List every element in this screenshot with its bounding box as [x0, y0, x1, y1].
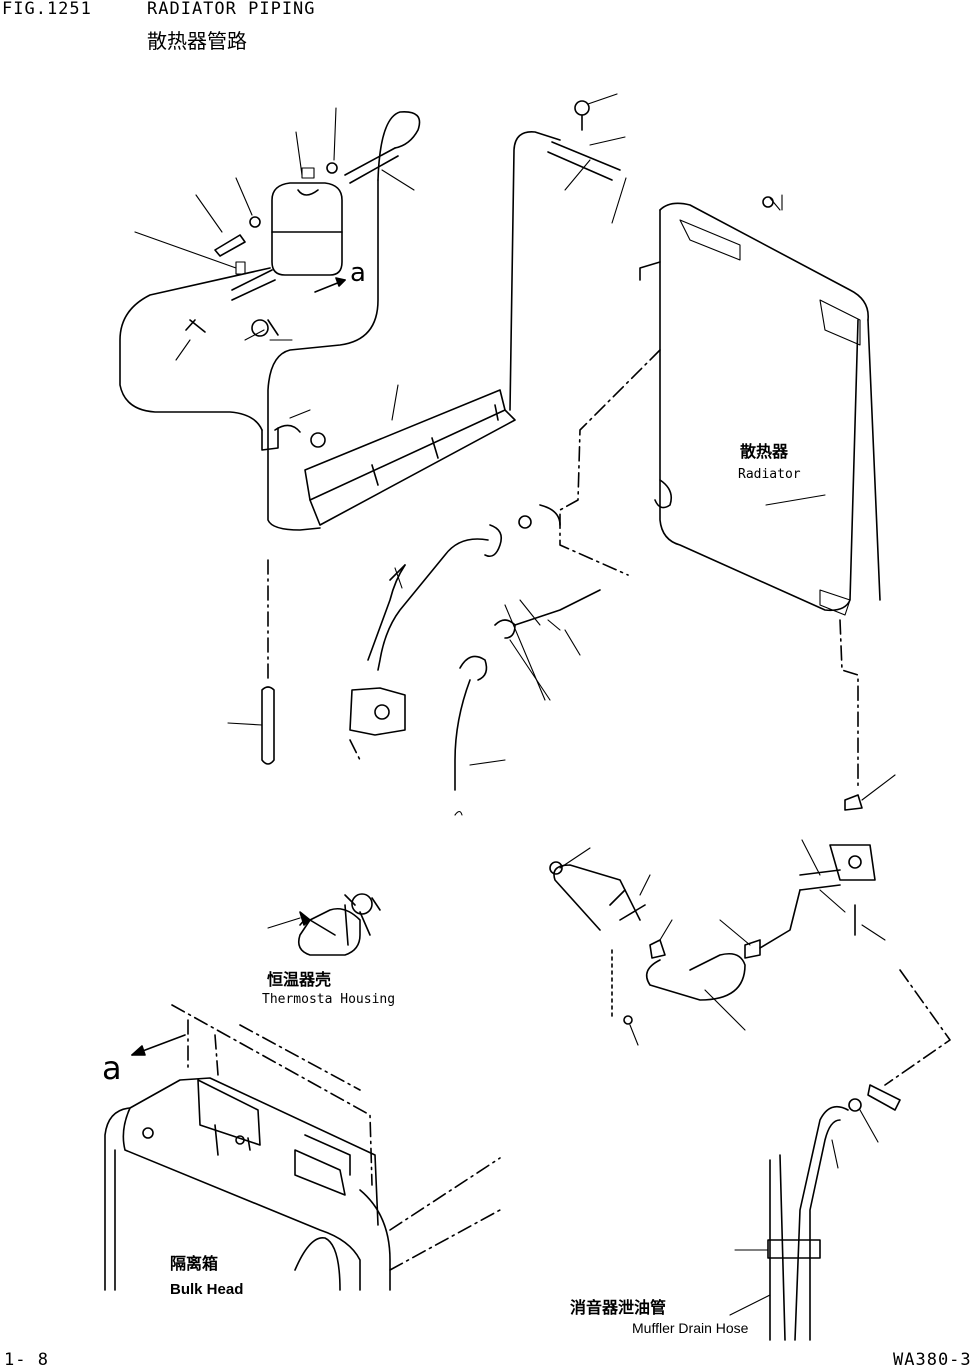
model-number: WA380-3 [893, 1350, 972, 1370]
muffler-label-en: Muffler Drain Hose [632, 1320, 749, 1336]
ref-a-top: a [350, 258, 366, 288]
page-number: 1- 8 [4, 1350, 49, 1370]
figure-title-en: RADIATOR PIPING [147, 0, 316, 19]
bulkhead-label-cn: 隔离箱 [170, 1254, 219, 1273]
figure-title-cn: 散热器管路 [147, 29, 247, 53]
ref-a-bottom: a [102, 1049, 122, 1087]
bulkhead-label-en: Bulk Head [170, 1281, 244, 1298]
thermostat-label-cn: 恒温器壳 [267, 970, 332, 989]
thermostat-label-en: Thermosta Housing [262, 992, 396, 1007]
radiator-label-en: Radiator [738, 467, 801, 482]
reserve-tank [271, 167, 343, 276]
radiator-label-cn: 散热器 [740, 442, 789, 461]
radiator [639, 194, 881, 616]
thermostat-housing [267, 893, 381, 956]
figure-number: FIG.1251 [2, 0, 92, 19]
bulk-head [104, 1004, 501, 1291]
muffler-label-cn: 消音器泄油管 [570, 1298, 667, 1317]
